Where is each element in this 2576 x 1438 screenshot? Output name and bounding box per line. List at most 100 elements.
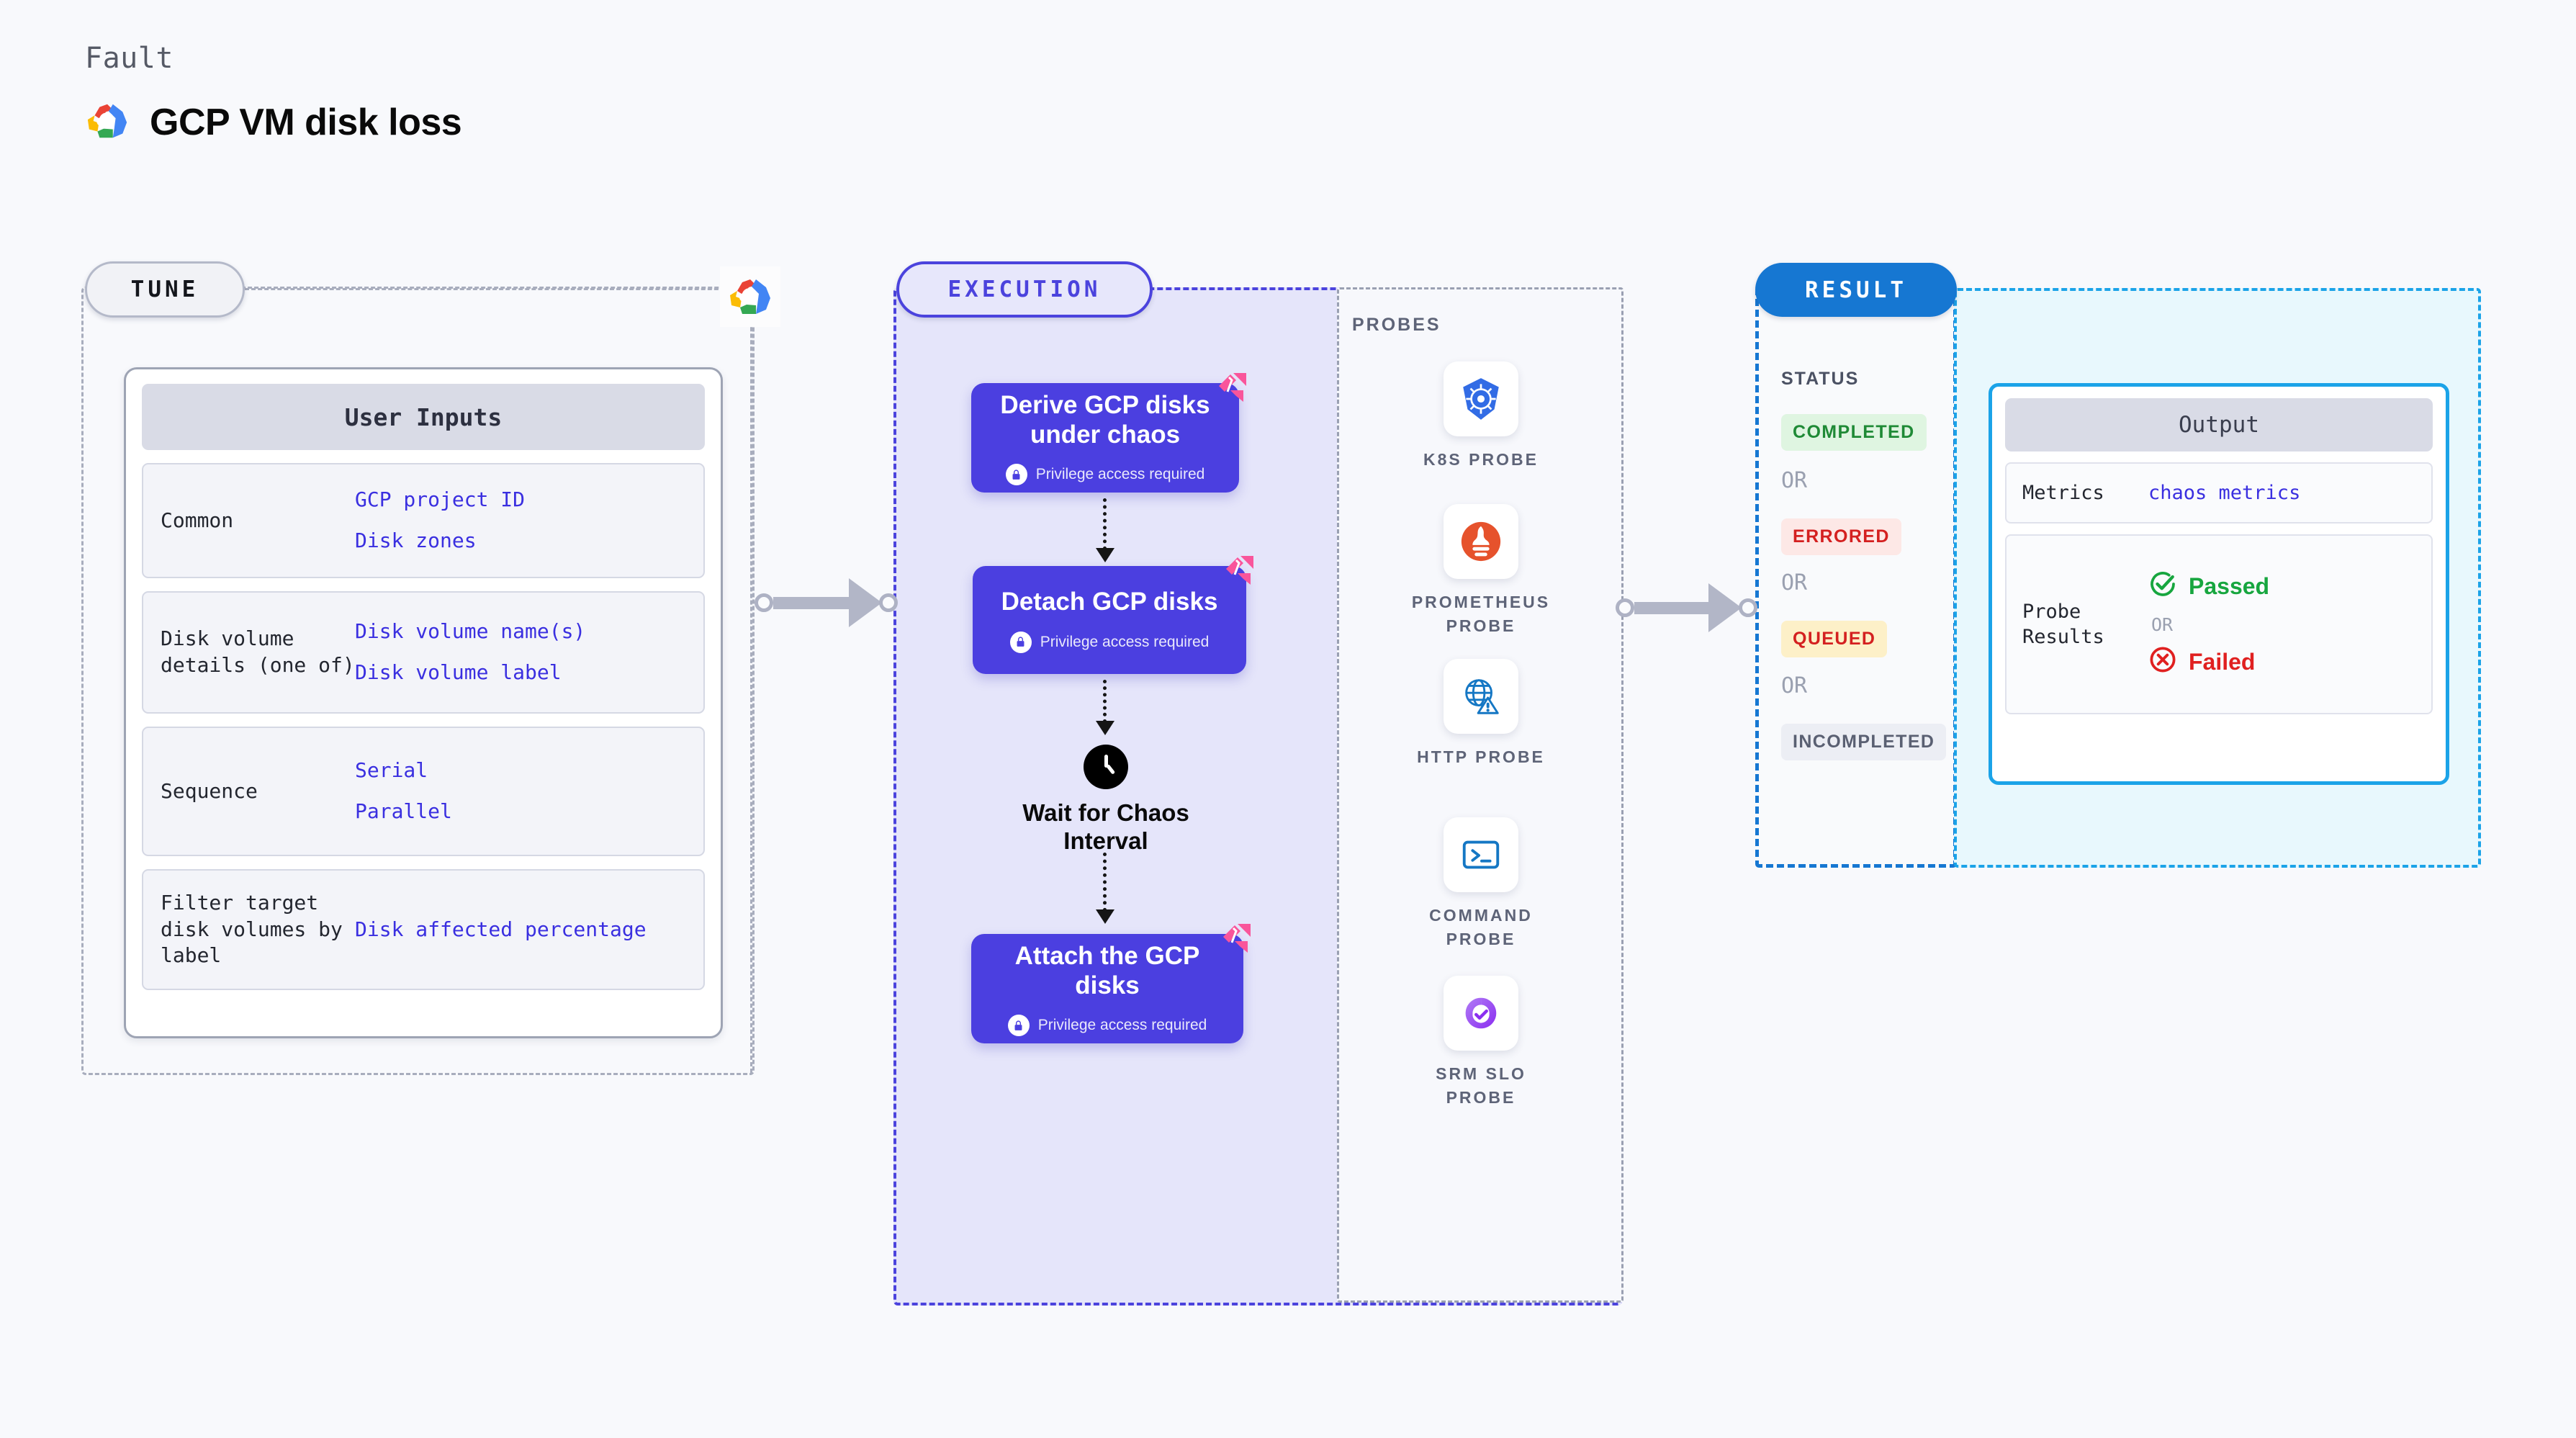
- passed-label: Passed: [2189, 573, 2270, 599]
- connector-line: [1634, 601, 1708, 614]
- execution-badge: EXECUTION: [896, 261, 1153, 318]
- probe-item-srm-slo[interactable]: SRM SLO PROBE: [1402, 976, 1560, 1110]
- harness-ribbon-icon: [1219, 921, 1253, 959]
- kubernetes-icon: [1444, 361, 1518, 436]
- lock-icon: [1005, 464, 1027, 486]
- metrics-value[interactable]: chaos metrics: [2148, 482, 2301, 504]
- probe-result-or-label: OR: [2151, 614, 2174, 635]
- tune-badge: TUNE: [85, 261, 245, 318]
- node-privilege: Privilege access required: [1009, 631, 1210, 653]
- node-privilege: Privilege access required: [1005, 464, 1204, 486]
- probe-item-prometheus[interactable]: PROMETHEUS PROBE: [1402, 504, 1560, 639]
- row-value[interactable]: Disk zones: [355, 529, 477, 552]
- row-label: Filter target disk volumes by label: [161, 890, 343, 968]
- terminal-icon: [1444, 817, 1518, 892]
- connector-endpoint-dot: [1616, 598, 1634, 617]
- flow-connector: [1103, 680, 1107, 723]
- probe-label: SRM SLO PROBE: [1436, 1064, 1526, 1107]
- page-eyebrow: Fault: [85, 42, 174, 75]
- page-title: GCP VM disk loss: [150, 102, 462, 143]
- row-label: Sequence: [161, 778, 258, 803]
- flow-connector: [1103, 498, 1107, 550]
- node-privilege-label: Privilege access required: [1040, 633, 1210, 650]
- output-title: Output: [2005, 398, 2433, 451]
- user-input-row[interactable]: Filter target disk volumes by label Disk…: [142, 869, 705, 990]
- probe-label: PROMETHEUS PROBE: [1411, 593, 1551, 636]
- result-badge: RESULT: [1755, 263, 1957, 317]
- row-value[interactable]: Disk volume label: [355, 660, 562, 684]
- tune-connector-horizontal: [245, 288, 731, 290]
- result-status-panel: [1755, 288, 1957, 868]
- wait-label: Wait for Chaos Interval: [1022, 799, 1189, 854]
- node-title: Derive GCP disks under chaos: [1000, 390, 1210, 449]
- node-privilege: Privilege access required: [1007, 1015, 1207, 1037]
- http-globe-icon: [1444, 659, 1518, 734]
- gcp-cloud-logo-icon: [85, 102, 130, 143]
- row-value[interactable]: GCP project ID: [355, 487, 526, 512]
- probe-item-k8s[interactable]: K8S PROBE: [1402, 361, 1560, 472]
- clock-icon: [1084, 745, 1128, 789]
- probe-label: HTTP PROBE: [1417, 747, 1545, 766]
- x-circle-icon: [2148, 645, 2177, 680]
- row-label: Disk volume details (one of): [161, 626, 355, 677]
- tune-panel: [81, 287, 755, 1075]
- user-inputs-card: User Inputs Common GCP project ID Disk z…: [124, 367, 723, 1038]
- probe-label: COMMAND PROBE: [1429, 906, 1533, 949]
- failed-label: Failed: [2189, 649, 2256, 675]
- row-label: Common: [161, 508, 234, 532]
- user-inputs-title: User Inputs: [142, 384, 705, 450]
- node-title: Attach the GCP disks: [1014, 941, 1200, 999]
- wait-node: Wait for Chaos Interval: [1012, 745, 1199, 855]
- row-value[interactable]: Parallel: [355, 799, 452, 823]
- probe-results-values: Passed OR Failed: [2148, 570, 2269, 680]
- node-privilege-label: Privilege access required: [1037, 1017, 1207, 1034]
- probe-item-http[interactable]: HTTP PROBE: [1402, 659, 1560, 769]
- connector-line: [773, 596, 849, 609]
- connector-endpoint-dot: [879, 593, 898, 612]
- srm-slo-icon: [1444, 976, 1518, 1051]
- status-or-label: OR: [1781, 468, 1808, 493]
- connector-arrowhead: [1708, 583, 1742, 632]
- status-badge-errored: ERRORED: [1781, 518, 1901, 555]
- output-card: Output Metrics chaos metrics Probe Resul…: [1989, 383, 2449, 785]
- node-title: Detach GCP disks: [1001, 588, 1218, 616]
- flow-connector: [1103, 853, 1107, 912]
- output-metrics-row[interactable]: Metrics chaos metrics: [2005, 462, 2433, 523]
- execution-node[interactable]: Detach GCP disks Privilege access requir…: [973, 556, 1253, 674]
- row-value[interactable]: Disk affected percentage: [355, 917, 647, 941]
- probes-title: PROBES: [1352, 315, 1441, 335]
- flow-connector-arrowhead: [1096, 548, 1114, 562]
- user-input-row[interactable]: Disk volume details (one of) Disk volume…: [142, 591, 705, 714]
- probe-label: K8S PROBE: [1423, 450, 1539, 469]
- probe-result-passed: Passed: [2148, 570, 2269, 604]
- status-badge-incompleted: INCOMPLETED: [1781, 724, 1947, 760]
- probe-results-label: Probe Results: [2022, 600, 2104, 648]
- row-values: Disk volume name(s) Disk volume label: [355, 619, 585, 686]
- output-probe-results-row: Probe Results Passed OR: [2005, 534, 2433, 714]
- connector-endpoint-dot: [755, 593, 773, 612]
- harness-ribbon-icon: [1222, 553, 1256, 591]
- user-input-row[interactable]: Common GCP project ID Disk zones: [142, 463, 705, 578]
- metrics-label: Metrics: [2022, 481, 2104, 504]
- prometheus-icon: [1444, 504, 1518, 579]
- status-badge-completed: COMPLETED: [1781, 414, 1927, 451]
- probe-result-failed: Failed: [2148, 645, 2269, 680]
- status-or-label: OR: [1781, 570, 1808, 596]
- check-circle-icon: [2148, 570, 2177, 604]
- connector-endpoint-dot: [1739, 598, 1757, 617]
- page-title-row: GCP VM disk loss: [85, 101, 462, 144]
- row-value[interactable]: Serial: [355, 758, 428, 783]
- execution-node[interactable]: Derive GCP disks under chaos Privilege a…: [971, 373, 1246, 493]
- gcp-cloud-logo-icon-marker: [720, 266, 780, 327]
- connector-arrow-execution-to-result: [1616, 583, 1757, 632]
- probes-panel: [1337, 287, 1623, 1303]
- lock-icon: [1007, 1015, 1030, 1037]
- probe-item-command[interactable]: COMMAND PROBE: [1402, 817, 1560, 952]
- row-values: Serial Parallel: [355, 758, 452, 825]
- row-value[interactable]: Disk volume name(s): [355, 619, 586, 644]
- lock-icon: [1009, 631, 1032, 653]
- status-title: STATUS: [1781, 369, 1860, 389]
- user-input-row[interactable]: Sequence Serial Parallel: [142, 727, 705, 856]
- execution-node-final[interactable]: Attach the GCP disks Privilege access re…: [971, 924, 1251, 1043]
